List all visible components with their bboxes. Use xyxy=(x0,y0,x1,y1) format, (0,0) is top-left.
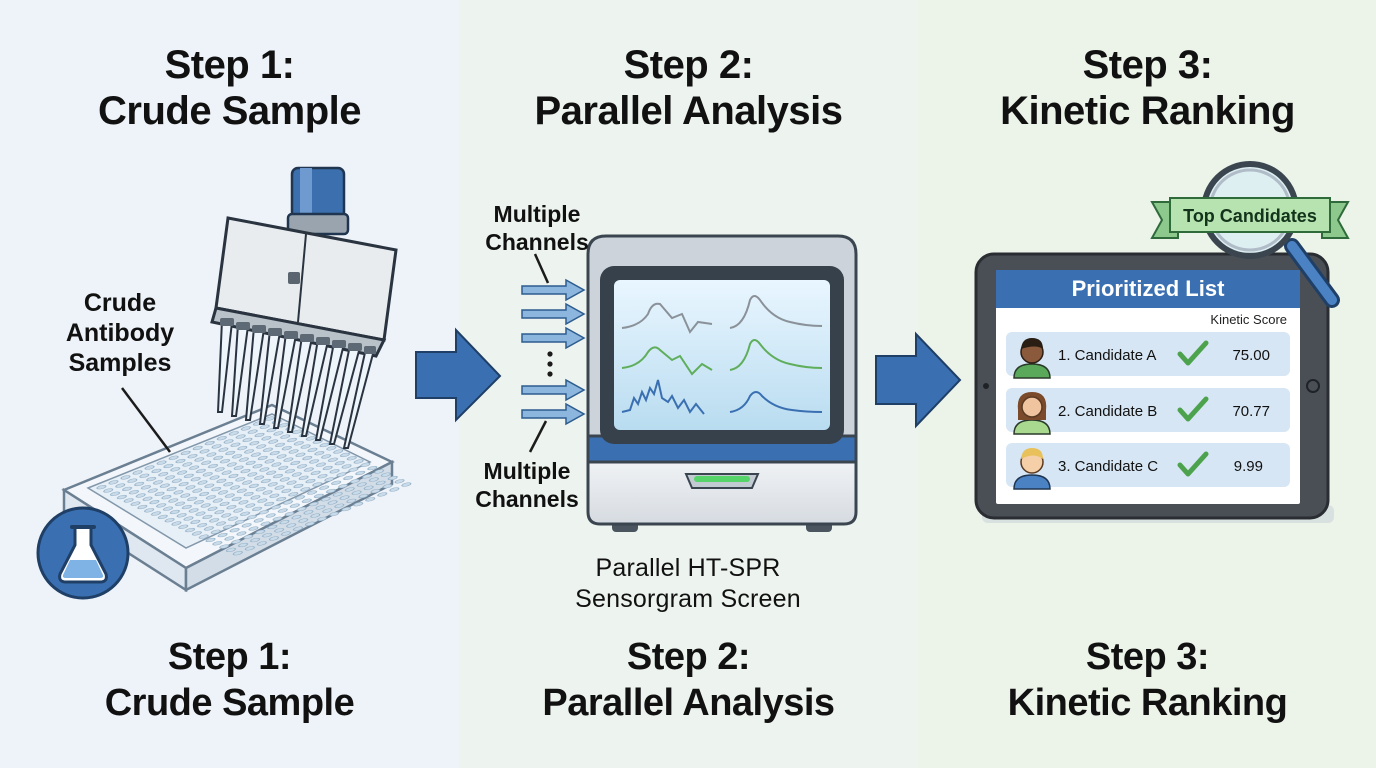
kinetic-score-header: Kinetic Score xyxy=(1210,312,1287,327)
step1-title-top: Step 1: Crude Sample xyxy=(0,42,459,134)
candidate-row-2 xyxy=(1006,388,1290,432)
multichannel-pipette xyxy=(210,166,398,449)
candidate-score-1: 75.00 xyxy=(1232,347,1270,364)
flow-arrow-2 xyxy=(875,331,962,429)
candidate-row-1 xyxy=(1006,332,1290,376)
candidate-label-3: 3. Candidate C xyxy=(1058,458,1158,475)
candidate-label-1: 1. Candidate A xyxy=(1058,347,1156,364)
instrument-caption-line1: Parallel HT-SPR xyxy=(595,554,781,582)
check-icon-2 xyxy=(1177,396,1209,422)
instrument-caption: Parallel HT-SPR Sensorgram Screen xyxy=(528,553,848,615)
spr-instrument xyxy=(586,234,858,532)
panel-step1 xyxy=(0,0,459,768)
channels-bottom-label-line2: Channels xyxy=(475,486,579,512)
candidate-score-2: 70.77 xyxy=(1232,403,1270,420)
step1-title-bottom: Step 1: Crude Sample xyxy=(0,634,459,726)
step2-title-bottom-line1: Step 2: xyxy=(626,636,751,678)
candidate-rows xyxy=(1006,332,1290,487)
step3-title-top-line1: Step 3: xyxy=(1082,43,1213,87)
step1-title-bottom-line1: Step 1: xyxy=(167,636,292,678)
channels-bottom-label-line1: Multiple xyxy=(483,458,571,484)
channels-top-pointer xyxy=(533,253,550,284)
check-icon-3 xyxy=(1177,451,1209,477)
channels-top-label: Multiple Channels xyxy=(462,200,612,256)
step3-title-bottom: Step 3: Kinetic Ranking xyxy=(918,634,1376,726)
avatar-a xyxy=(1013,338,1051,379)
avatar-b xyxy=(1013,392,1051,435)
step1-title-top-line2: Crude Sample xyxy=(98,89,361,133)
channels-bottom-pointer xyxy=(528,420,548,453)
step1-title-top-line1: Step 1: xyxy=(164,43,295,87)
flask-icon xyxy=(36,506,130,600)
step2-title-top: Step 2: Parallel Analysis xyxy=(459,42,918,134)
top-candidates-banner-shape xyxy=(1150,197,1350,239)
flow-arrow-1 xyxy=(415,327,502,423)
step3-title-bottom-line2: Kinetic Ranking xyxy=(1007,682,1288,724)
crude-antibody-label-line3: Samples xyxy=(68,349,172,377)
crude-antibody-label-line2: Antibody xyxy=(65,319,175,347)
step2-title-bottom: Step 2: Parallel Analysis xyxy=(459,634,918,726)
channel-ellipsis xyxy=(547,351,553,377)
check-icon-1 xyxy=(1177,340,1209,366)
top-candidates-banner: Top Candidates xyxy=(1183,206,1317,226)
step3-title-top-line2: Kinetic Ranking xyxy=(1000,89,1295,133)
step2-title-top-line2: Parallel Analysis xyxy=(534,89,843,133)
candidate-row-3 xyxy=(1006,443,1290,487)
channel-arrows xyxy=(521,278,586,426)
channels-bottom-label: Multiple Channels xyxy=(452,457,602,513)
step1-title-bottom-line2: Crude Sample xyxy=(104,682,355,724)
instrument-caption-line2: Sensorgram Screen xyxy=(575,585,801,613)
candidate-label-2: 2. Candidate B xyxy=(1058,403,1157,420)
candidate-score-3: 9.99 xyxy=(1234,458,1263,475)
check-icons xyxy=(1177,340,1209,477)
crude-antibody-label-line1: Crude xyxy=(83,289,157,317)
channels-top-label-line2: Channels xyxy=(485,229,589,255)
step3-title-bottom-line1: Step 3: xyxy=(1085,636,1210,678)
step2-title-bottom-line2: Parallel Analysis xyxy=(542,682,835,724)
step2-title-top-line1: Step 2: xyxy=(623,43,754,87)
crude-antibody-label: Crude Antibody Samples xyxy=(40,288,200,378)
sample-pointer-line xyxy=(121,387,171,453)
channels-top-label-line1: Multiple xyxy=(493,201,581,227)
avatar-c xyxy=(1013,448,1051,490)
step3-title-top: Step 3: Kinetic Ranking xyxy=(918,42,1376,134)
prioritized-list-title: Prioritized List xyxy=(1072,276,1225,301)
